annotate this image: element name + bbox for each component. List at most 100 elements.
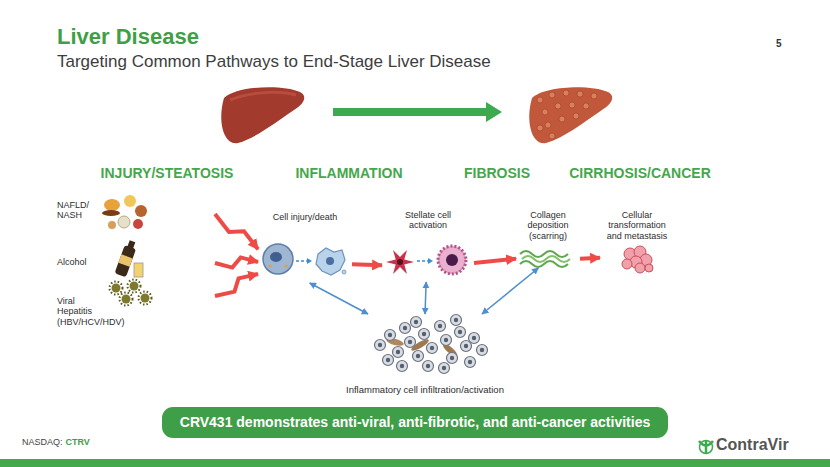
cause-item: Alcohol (55, 245, 215, 281)
virus-icon (130, 282, 139, 291)
inflammatory-cells (451, 315, 462, 326)
stellate-cells (438, 246, 466, 274)
stellate-cells (440, 248, 464, 272)
food-icon (124, 195, 136, 207)
food-icon (104, 199, 120, 211)
alcohol-icon (115, 239, 143, 277)
inflammatory-cells (455, 327, 466, 338)
stellate-cells (446, 254, 458, 266)
cirrhotic-liver (559, 116, 565, 122)
cirrhotic-liver (577, 91, 583, 97)
stellate-cells (386, 246, 466, 274)
inflammatory-cells (385, 330, 396, 341)
healthy-liver (221, 87, 304, 143)
footer-bar (0, 459, 830, 467)
stellate-cells (386, 250, 414, 274)
interaction-arrow (482, 268, 538, 314)
node-caption: Inflammatory cell infiltration/activatio… (346, 385, 504, 396)
alcohol-icon (115, 245, 137, 277)
slide-title: Liver Disease (57, 24, 199, 49)
inflammatory-cells (427, 343, 438, 354)
food-icon (102, 210, 120, 216)
node-caption: NAFLD/ NASH (57, 200, 101, 221)
node-caption: Alcohol (57, 257, 117, 267)
node-caption: Cell injury/death (258, 212, 352, 222)
progression-arrow (580, 256, 600, 261)
progression-arrow (474, 259, 516, 263)
stage-heading: FIBROSIS (464, 165, 530, 181)
injured-cells (263, 244, 293, 274)
stellate-cells (428, 258, 433, 264)
ticker-label: NASDAQ: (22, 437, 63, 447)
inflammatory-cells (397, 361, 408, 372)
cirrhotic-liver (563, 90, 569, 96)
node-caption: Viral Hepatitis (HBV/HCV/HDV) (57, 296, 105, 327)
banner-text: CRV431 demonstrates anti-viral, anti-fib… (180, 414, 650, 430)
inflammatory-cells (435, 321, 446, 332)
alcohol-icon (118, 254, 132, 267)
injured-cells (269, 265, 272, 268)
logo-icon (700, 441, 713, 454)
inflammatory-cells (477, 345, 488, 356)
injury-bolt (215, 274, 258, 296)
inflammatory-cells (441, 335, 452, 346)
food-icon (118, 216, 130, 228)
collagen-fibres (520, 251, 570, 267)
virus-icon (120, 293, 133, 306)
cirrhotic-liver (549, 92, 555, 98)
food-icon (102, 195, 147, 229)
virus-icon (139, 292, 152, 305)
inflammatory-cells (413, 351, 424, 362)
stage-heading: INJURY/STEATOSIS (101, 165, 234, 181)
inflammatory-cells (423, 361, 434, 372)
alcohol-icon (127, 240, 135, 250)
stage-illustration: Collagen deposition (scarring) (516, 206, 580, 268)
cancer-cells (622, 246, 653, 273)
logo-icon (699, 441, 713, 454)
inflammatory-cells (411, 317, 422, 328)
injured-cells (307, 258, 312, 264)
node-caption: Collagen deposition (scarring) (516, 210, 580, 241)
cirrhotic-liver (545, 122, 551, 128)
cirrhotic-liver (591, 93, 597, 99)
cirrhotic-liver (555, 103, 561, 109)
inflammatory-cells (393, 347, 404, 358)
interaction-arrow (310, 283, 368, 314)
injured-cells (316, 248, 345, 275)
injured-cells (296, 260, 307, 262)
stage-heading: CIRRHOSIS/CANCER (569, 165, 711, 181)
inflammation-illustration: Inflammatory cell infiltration/activatio… (330, 314, 520, 398)
injured-cells (285, 265, 288, 268)
inflammatory-cells (439, 363, 450, 374)
page-number: 5 (776, 38, 782, 50)
stage-illustration: Stellate cell activation (382, 206, 474, 282)
cirrhotic-liver (529, 87, 612, 143)
injured-cells (263, 244, 346, 275)
ticker-symbol: CTRV (66, 437, 90, 447)
subtitle: Targeting Common Pathways to End-Stage L… (57, 52, 491, 72)
company-logo: ContraVir (716, 436, 789, 454)
summary-banner: CRV431 demonstrates anti-viral, anti-fib… (162, 407, 668, 438)
inflammatory-cells (400, 323, 411, 334)
virus-icon (110, 282, 123, 295)
stage-illustration: Cellular transformation and metastasis (600, 206, 674, 276)
cause-item: NAFLD/ NASH (55, 193, 215, 235)
cirrhotic-liver (549, 133, 555, 139)
cause-item: Viral Hepatitis (HBV/HCV/HDV) (55, 283, 215, 335)
inflammatory-cells (419, 329, 430, 340)
virus-icon (122, 295, 131, 304)
inflammatory-cells (447, 353, 458, 364)
cirrhotic-liver (583, 103, 589, 109)
inflammatory-cells (405, 337, 416, 348)
cancer-cells (635, 263, 645, 273)
collagen-fibres (520, 261, 568, 267)
inflammatory-cells (465, 357, 476, 368)
healthy-liver (230, 92, 296, 100)
injured-cells (270, 252, 282, 262)
stellate-cells (417, 260, 428, 262)
virus-icon (128, 280, 141, 293)
injury-bolt (215, 257, 258, 267)
healthy-liver (221, 87, 304, 143)
cirrhotic-liver (537, 97, 543, 103)
